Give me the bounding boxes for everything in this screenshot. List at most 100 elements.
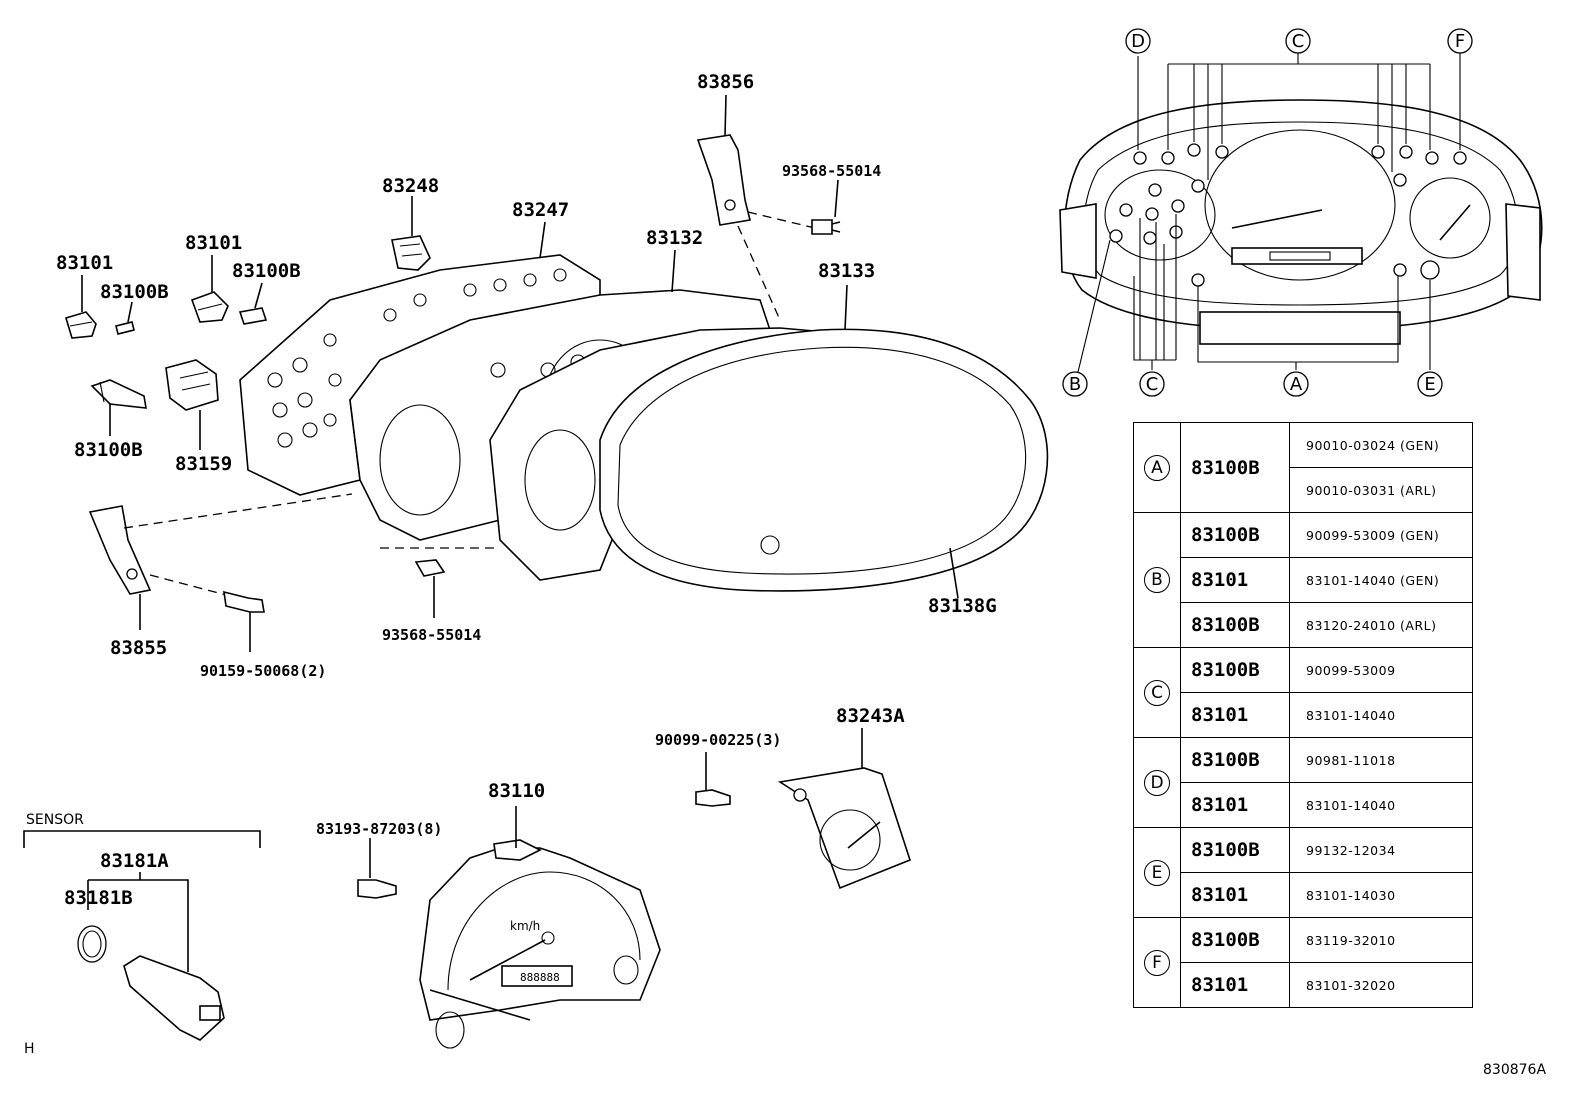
part-code-cell[interactable]: 83100B: [1180, 917, 1290, 963]
sensor-group-bracket: SENSOR: [23, 812, 261, 848]
callout-83159[interactable]: 83159: [175, 453, 232, 475]
locator-letter-b-bottom: B: [1062, 371, 1088, 397]
part-code-cell[interactable]: 83101: [1180, 962, 1290, 1008]
group-cell: A: [1133, 422, 1181, 513]
group-cell: E: [1133, 827, 1181, 918]
svg-text:E: E: [1424, 374, 1435, 395]
screw-90099[interactable]: [695, 789, 731, 807]
part-code-cell[interactable]: 83100B: [1180, 512, 1290, 558]
part-code-cell[interactable]: 83101: [1180, 872, 1290, 918]
callout-83181b[interactable]: 83181B: [64, 887, 133, 909]
locator-letter-d-top: D: [1125, 28, 1151, 54]
part-code-cell[interactable]: 83100B: [1180, 647, 1290, 693]
sub-part-number-cell[interactable]: 83120-24010 (ARL): [1289, 602, 1473, 648]
callout-83133[interactable]: 83133: [818, 260, 875, 282]
group-letter-badge: F: [1144, 949, 1170, 976]
sub-part-number-cell[interactable]: 83101-14040: [1289, 692, 1473, 738]
bulb-83100b-lower[interactable]: [90, 379, 147, 409]
locator-letter-c-bottom: C: [1139, 371, 1165, 397]
callout-83100b-c[interactable]: 83100B: [74, 439, 143, 461]
callout-83243a[interactable]: 83243A: [836, 705, 905, 727]
part-code-cell[interactable]: 83101: [1180, 692, 1290, 738]
part-code-cell[interactable]: 83100B: [1180, 602, 1290, 648]
svg-text:D: D: [1131, 31, 1145, 52]
bulb-socket-83101-left[interactable]: [65, 311, 97, 339]
bulb-socket-83101-mid[interactable]: [190, 291, 229, 323]
screw-83193[interactable]: [357, 879, 397, 899]
part-code-cell[interactable]: 83100B: [1180, 737, 1290, 783]
callout-83100b-a[interactable]: 83100B: [100, 281, 169, 303]
speedo-unit-label: km/h: [510, 919, 540, 933]
sub-part-number-cell[interactable]: 90099-53009 (GEN): [1289, 512, 1473, 558]
callout-83101-a[interactable]: 83101: [56, 252, 113, 274]
callout-83101-b[interactable]: 83101: [185, 232, 242, 254]
sub-part-number-cell[interactable]: 83101-32020: [1289, 962, 1473, 1008]
odometer-digits: 888888: [520, 971, 560, 984]
sub-part-number-cell[interactable]: 99132-12034: [1289, 827, 1473, 873]
locator-letter-a-bottom: A: [1283, 371, 1309, 397]
callout-83856[interactable]: 83856: [697, 71, 754, 93]
callout-93568-55014-top[interactable]: 93568-55014: [782, 162, 881, 180]
screw-93568-bottom[interactable]: [414, 559, 446, 577]
bracket-83855[interactable]: [88, 505, 152, 595]
group-cell: B: [1133, 512, 1181, 648]
part-code-cell[interactable]: 83100B: [1180, 422, 1290, 513]
callout-90159-50068[interactable]: 90159-50068(2): [200, 662, 326, 680]
screw-90159[interactable]: [223, 590, 265, 613]
sub-part-number-cell[interactable]: 83101-14040: [1289, 782, 1473, 828]
sub-part-number-cell[interactable]: 90981-11018: [1289, 737, 1473, 783]
callout-83855[interactable]: 83855: [110, 637, 167, 659]
callout-83138g[interactable]: 83138G: [928, 595, 997, 617]
sub-part-number-cell[interactable]: 90099-53009: [1289, 647, 1473, 693]
bracket-83856[interactable]: [696, 134, 751, 226]
sub-part-number-cell[interactable]: 83101-14040 (GEN): [1289, 557, 1473, 603]
fuel-gauge-83243a[interactable]: [777, 767, 911, 890]
sensor-label: SENSOR: [26, 812, 84, 828]
sub-part-number-cell[interactable]: 90010-03031 (ARL): [1289, 467, 1473, 513]
locator-letter-c-top: C: [1285, 28, 1311, 54]
group-letter-badge: E: [1144, 859, 1170, 886]
connector-83159[interactable]: [165, 359, 219, 411]
part-code-cell[interactable]: 83101: [1180, 782, 1290, 828]
callout-93568-55014-bottom[interactable]: 93568-55014: [382, 626, 481, 644]
callout-83132[interactable]: 83132: [646, 227, 703, 249]
o-ring-83181b[interactable]: [77, 925, 107, 963]
sub-part-number-cell[interactable]: 83119-32010: [1289, 917, 1473, 963]
callout-83181a[interactable]: 83181A: [100, 850, 169, 872]
screw-93568-top[interactable]: [811, 219, 841, 235]
corner-mark: H: [24, 1041, 35, 1057]
callout-83193-87203[interactable]: 83193-87203(8): [316, 820, 442, 838]
speedometer-83110[interactable]: km/h 888888: [419, 839, 661, 1049]
callout-83110[interactable]: 83110: [488, 780, 545, 802]
connector-83248[interactable]: [391, 235, 431, 271]
callout-83247[interactable]: 83247: [512, 199, 569, 221]
callout-90099-00225[interactable]: 90099-00225(3): [655, 731, 781, 749]
bulb-83100b-mid[interactable]: [238, 307, 268, 325]
callout-83248[interactable]: 83248: [382, 175, 439, 197]
group-letter-badge: B: [1144, 567, 1170, 593]
svg-text:C: C: [1292, 31, 1305, 52]
sub-part-number-cell[interactable]: 83101-14030: [1289, 872, 1473, 918]
group-cell: F: [1133, 917, 1181, 1008]
part-code-cell[interactable]: 83100B: [1180, 827, 1290, 873]
svg-text:B: B: [1069, 374, 1081, 395]
svg-text:A: A: [1290, 374, 1303, 395]
figure-code: 830876A: [1483, 1062, 1547, 1078]
callout-83100b-b[interactable]: 83100B: [232, 260, 301, 282]
bulb-83100b-left[interactable]: [115, 321, 135, 335]
part-code-cell[interactable]: 83101: [1180, 557, 1290, 603]
speed-sensor-83181a[interactable]: [123, 955, 225, 1041]
sub-part-number-cell[interactable]: 90010-03024 (GEN): [1289, 422, 1473, 468]
cluster-glass-83138g[interactable]: [599, 328, 1049, 592]
